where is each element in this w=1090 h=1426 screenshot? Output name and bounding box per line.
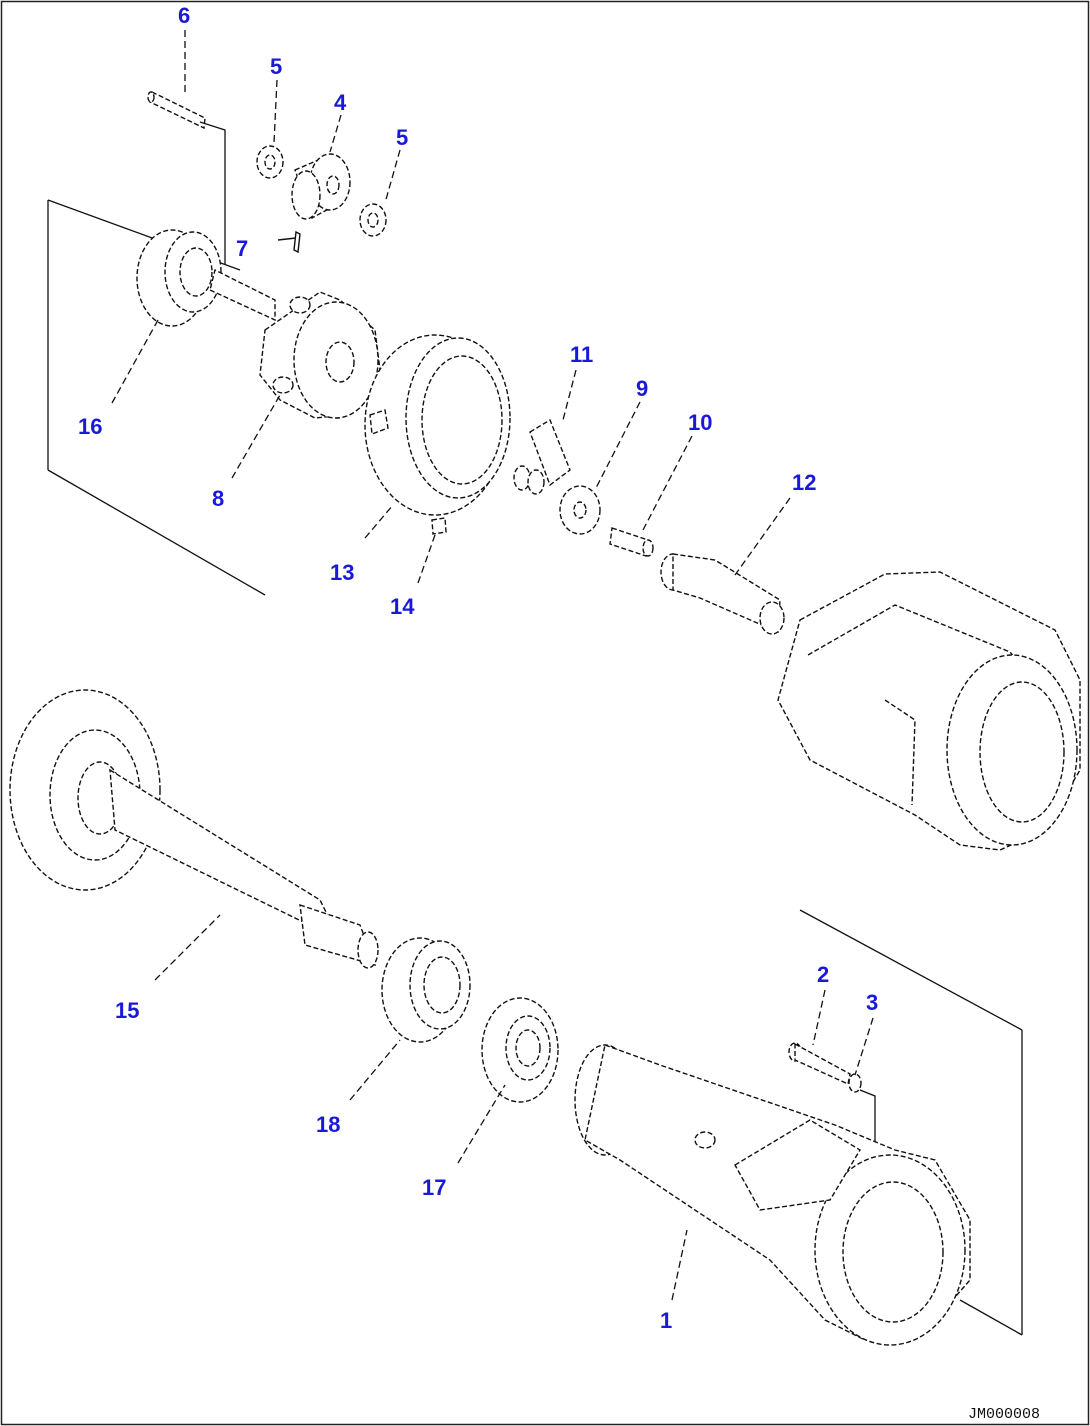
differential-housing [777, 571, 1081, 851]
callout-3[interactable]: 3 [866, 990, 878, 1015]
part-5-washer-left [256, 145, 284, 179]
callout-16[interactable]: 16 [78, 414, 102, 439]
callout-5-right[interactable]: 5 [396, 125, 408, 150]
callout-6[interactable]: 6 [178, 3, 190, 28]
part-9-thrust-washer [559, 485, 601, 535]
callout-7[interactable]: 7 [236, 236, 248, 261]
part-3-washer [848, 1073, 876, 1150]
callout-9[interactable]: 9 [636, 376, 648, 401]
callout-17[interactable]: 17 [422, 1175, 446, 1200]
callout-1[interactable]: 1 [660, 1308, 672, 1333]
leader-lines [111, 30, 874, 1301]
part-11-sleeve [513, 418, 571, 495]
callout-5-top[interactable]: 5 [270, 54, 282, 79]
callout-15[interactable]: 15 [115, 998, 139, 1023]
part-7-pin [277, 230, 301, 254]
callout-18[interactable]: 18 [316, 1112, 340, 1137]
part-14-pin [431, 517, 447, 535]
part-18-seal [381, 937, 471, 1043]
part-6-shaft [147, 90, 226, 265]
part-8-planet-carrier [259, 291, 381, 419]
callout-12[interactable]: 12 [792, 470, 816, 495]
callout-labels: 6 5 4 5 7 16 8 11 9 10 12 13 14 15 18 17… [78, 3, 878, 1333]
part-13-ring-gear [364, 334, 511, 516]
part-2-bolt [788, 1042, 851, 1086]
part-5-washer-right [359, 203, 387, 237]
part-10-bolt [609, 527, 654, 557]
part-12-sun-gear-shaft [660, 553, 785, 635]
part-16-bearing [136, 229, 222, 327]
part-15-axle-shaft [9, 689, 379, 969]
part-1-axle-housing [574, 1044, 971, 1346]
callout-11[interactable]: 11 [570, 342, 593, 367]
lower-assembly-plane [799, 909, 1023, 1336]
callout-8[interactable]: 8 [212, 486, 224, 511]
part-17-bearing [481, 997, 559, 1103]
callout-4[interactable]: 4 [334, 90, 347, 115]
callout-13[interactable]: 13 [330, 560, 354, 585]
part-4-planet-gear [291, 153, 351, 220]
callout-2[interactable]: 2 [817, 962, 829, 987]
callout-10[interactable]: 10 [688, 410, 712, 435]
drawing-code: JM000008 [968, 1406, 1040, 1423]
callout-14[interactable]: 14 [390, 594, 415, 619]
carrier-shaft [209, 268, 276, 322]
